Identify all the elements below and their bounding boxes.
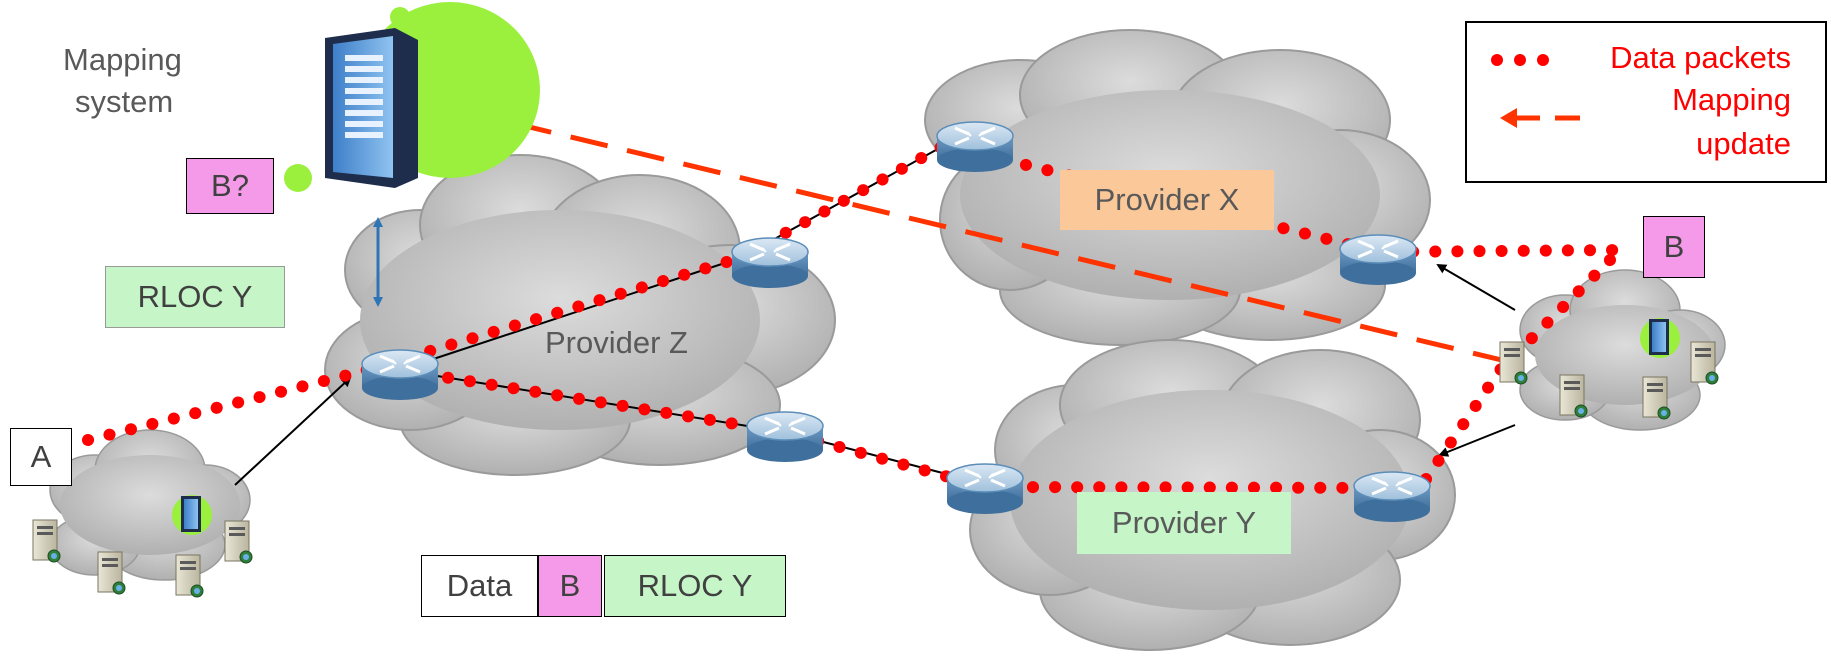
mapping-server-icon — [284, 2, 540, 192]
site-a-cloud — [49, 429, 251, 581]
router-x-right — [1338, 233, 1418, 287]
packet-rloc-field: RLOC Y — [604, 555, 786, 617]
router-z-lower — [745, 410, 825, 464]
provider-y-label: Provider Y — [1077, 492, 1291, 554]
provider-x-label: Provider X — [1060, 170, 1274, 230]
router-y-right — [1352, 470, 1432, 524]
mapping-system-label-1: Mapping — [63, 42, 182, 77]
site-b-to-x-arrow — [1436, 263, 1516, 311]
site-a-to-router-arrow — [234, 376, 352, 486]
router-z-edge — [360, 348, 440, 402]
site-b-mapping-icon — [1640, 318, 1680, 358]
host-a-label: A — [10, 428, 72, 486]
query-box: B? — [186, 158, 274, 214]
router-x-left — [935, 120, 1015, 174]
site-a-mapping-icon — [172, 495, 212, 535]
provider-x-cloud — [924, 29, 1431, 346]
provider-z-cloud — [324, 154, 836, 476]
router-z-upper — [730, 236, 810, 290]
site-b-to-y-arrow — [1438, 424, 1516, 457]
legend-mapping-line1: Mapping — [1672, 82, 1791, 117]
mapping-system-label-2: system — [75, 84, 174, 119]
provider-z-label: Provider Z — [545, 325, 688, 360]
router-y-left — [945, 462, 1025, 516]
packet-dest-field: B — [538, 555, 602, 617]
legend-data-packets: Data packets — [1610, 40, 1791, 75]
legend-mapping-line2: update — [1696, 126, 1791, 161]
legend — [1465, 21, 1827, 183]
reply-box: RLOC Y — [105, 266, 285, 328]
packet-data-field: Data — [421, 555, 538, 617]
host-b-label: B — [1643, 216, 1705, 278]
